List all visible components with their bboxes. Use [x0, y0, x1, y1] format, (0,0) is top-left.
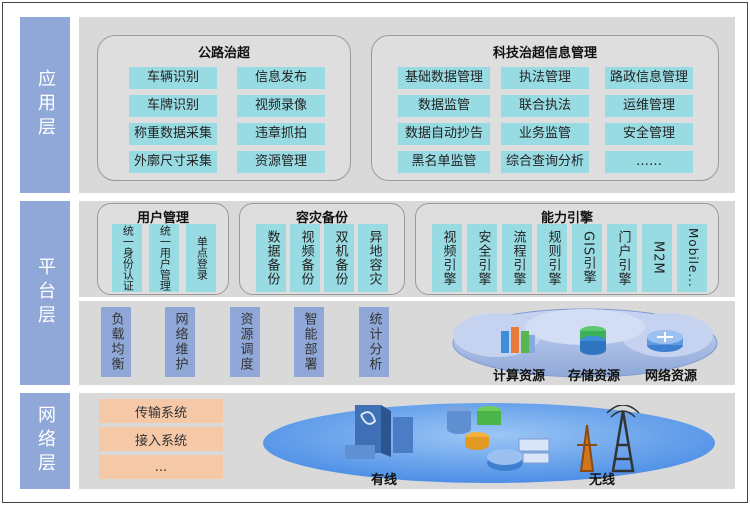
network-wired-label: 有线	[371, 473, 398, 488]
cell-highway-2-4: 资源管理	[237, 151, 325, 173]
cell-info-3-1: 路政信息管理	[605, 67, 693, 89]
server-switch-icon	[345, 405, 413, 459]
group-info-title: 科技治超信息管理	[492, 46, 597, 61]
cell-info-1-3: 数据自动抄告	[398, 123, 490, 145]
cell-highway-1-3: 称重数据采集	[129, 123, 217, 145]
service-net-maint: 网络维护	[165, 307, 195, 377]
cell-info-2-1: 执法管理	[501, 67, 589, 89]
group-backup-title: 容灾备份	[295, 211, 348, 226]
cell-backup-3: 双机备份	[324, 224, 354, 292]
cell-engine-5: GIS引擎	[572, 224, 602, 292]
cell-highway-2-2: 视频录像	[237, 95, 325, 117]
layer-app-label: 应用层	[20, 17, 70, 193]
cell-backup-4: 异地容灾	[358, 224, 388, 292]
cell-user-3: 单点登录	[186, 224, 216, 292]
cell-highway-2-1: 信息发布	[237, 67, 325, 89]
cell-info-2-3: 业务监管	[501, 123, 589, 145]
service-deploy: 智能部署	[294, 307, 324, 377]
layer-platform-label: 平台层	[20, 201, 70, 385]
cell-engine-8: Mobile...	[677, 224, 707, 292]
cell-backup-1: 数据备份	[256, 224, 286, 292]
router-switch-icon	[487, 438, 550, 471]
resource-compute-label: 计算资源	[493, 369, 546, 384]
cell-engine-3: 流程引擎	[502, 224, 532, 292]
storage-disk-icon	[580, 326, 606, 355]
cell-info-3-4: ……	[605, 151, 693, 173]
wireless-tower-icon	[577, 405, 640, 473]
cell-user-2: 统一用户管理	[149, 224, 179, 292]
cell-info-2-4: 综合查询分析	[501, 151, 589, 173]
resource-storage-label: 存储资源	[568, 369, 621, 384]
cell-backup-2: 视频备份	[290, 224, 320, 292]
cell-info-1-1: 基础数据管理	[398, 67, 490, 89]
cell-highway-2-3: 违章抓拍	[237, 123, 325, 145]
layer-network-label: 网络层	[20, 393, 70, 489]
cell-engine-1: 视频引擎	[432, 224, 462, 292]
cell-engine-2: 安全引擎	[467, 224, 497, 292]
compute-server-icon	[501, 327, 535, 353]
cell-user-1: 统一身份认证	[112, 224, 142, 292]
cell-info-2-2: 联合执法	[501, 95, 589, 117]
net-access: 接入系统	[99, 427, 223, 451]
cell-engine-4: 规则引擎	[537, 224, 567, 292]
network-router-icon	[647, 330, 683, 352]
database-stack-icon	[447, 406, 501, 450]
net-more: ...	[99, 455, 223, 479]
net-transport: 传输系统	[99, 399, 223, 423]
service-stats: 统计分析	[359, 307, 389, 377]
service-load-balance: 负载均衡	[101, 307, 131, 377]
group-user-title: 用户管理	[136, 211, 189, 226]
cell-highway-1-2: 车牌识别	[129, 95, 217, 117]
cell-highway-1-4: 外廓尺寸采集	[129, 151, 217, 173]
cell-info-1-2: 数据监管	[398, 95, 490, 117]
group-engine-title: 能力引擎	[540, 211, 593, 226]
network-wireless-label: 无线	[589, 473, 616, 488]
cell-engine-6: 门户引擎	[607, 224, 637, 292]
cell-info-1-4: 黑名单监管	[398, 151, 490, 173]
cell-info-3-3: 安全管理	[605, 123, 693, 145]
cell-engine-7: M2M	[642, 224, 672, 292]
service-scheduling: 资源调度	[230, 307, 260, 377]
cell-highway-1-1: 车辆识别	[129, 67, 217, 89]
resource-network-label: 网络资源	[645, 369, 698, 384]
group-highway-title: 公路治超	[197, 46, 250, 61]
cell-info-3-2: 运维管理	[605, 95, 693, 117]
